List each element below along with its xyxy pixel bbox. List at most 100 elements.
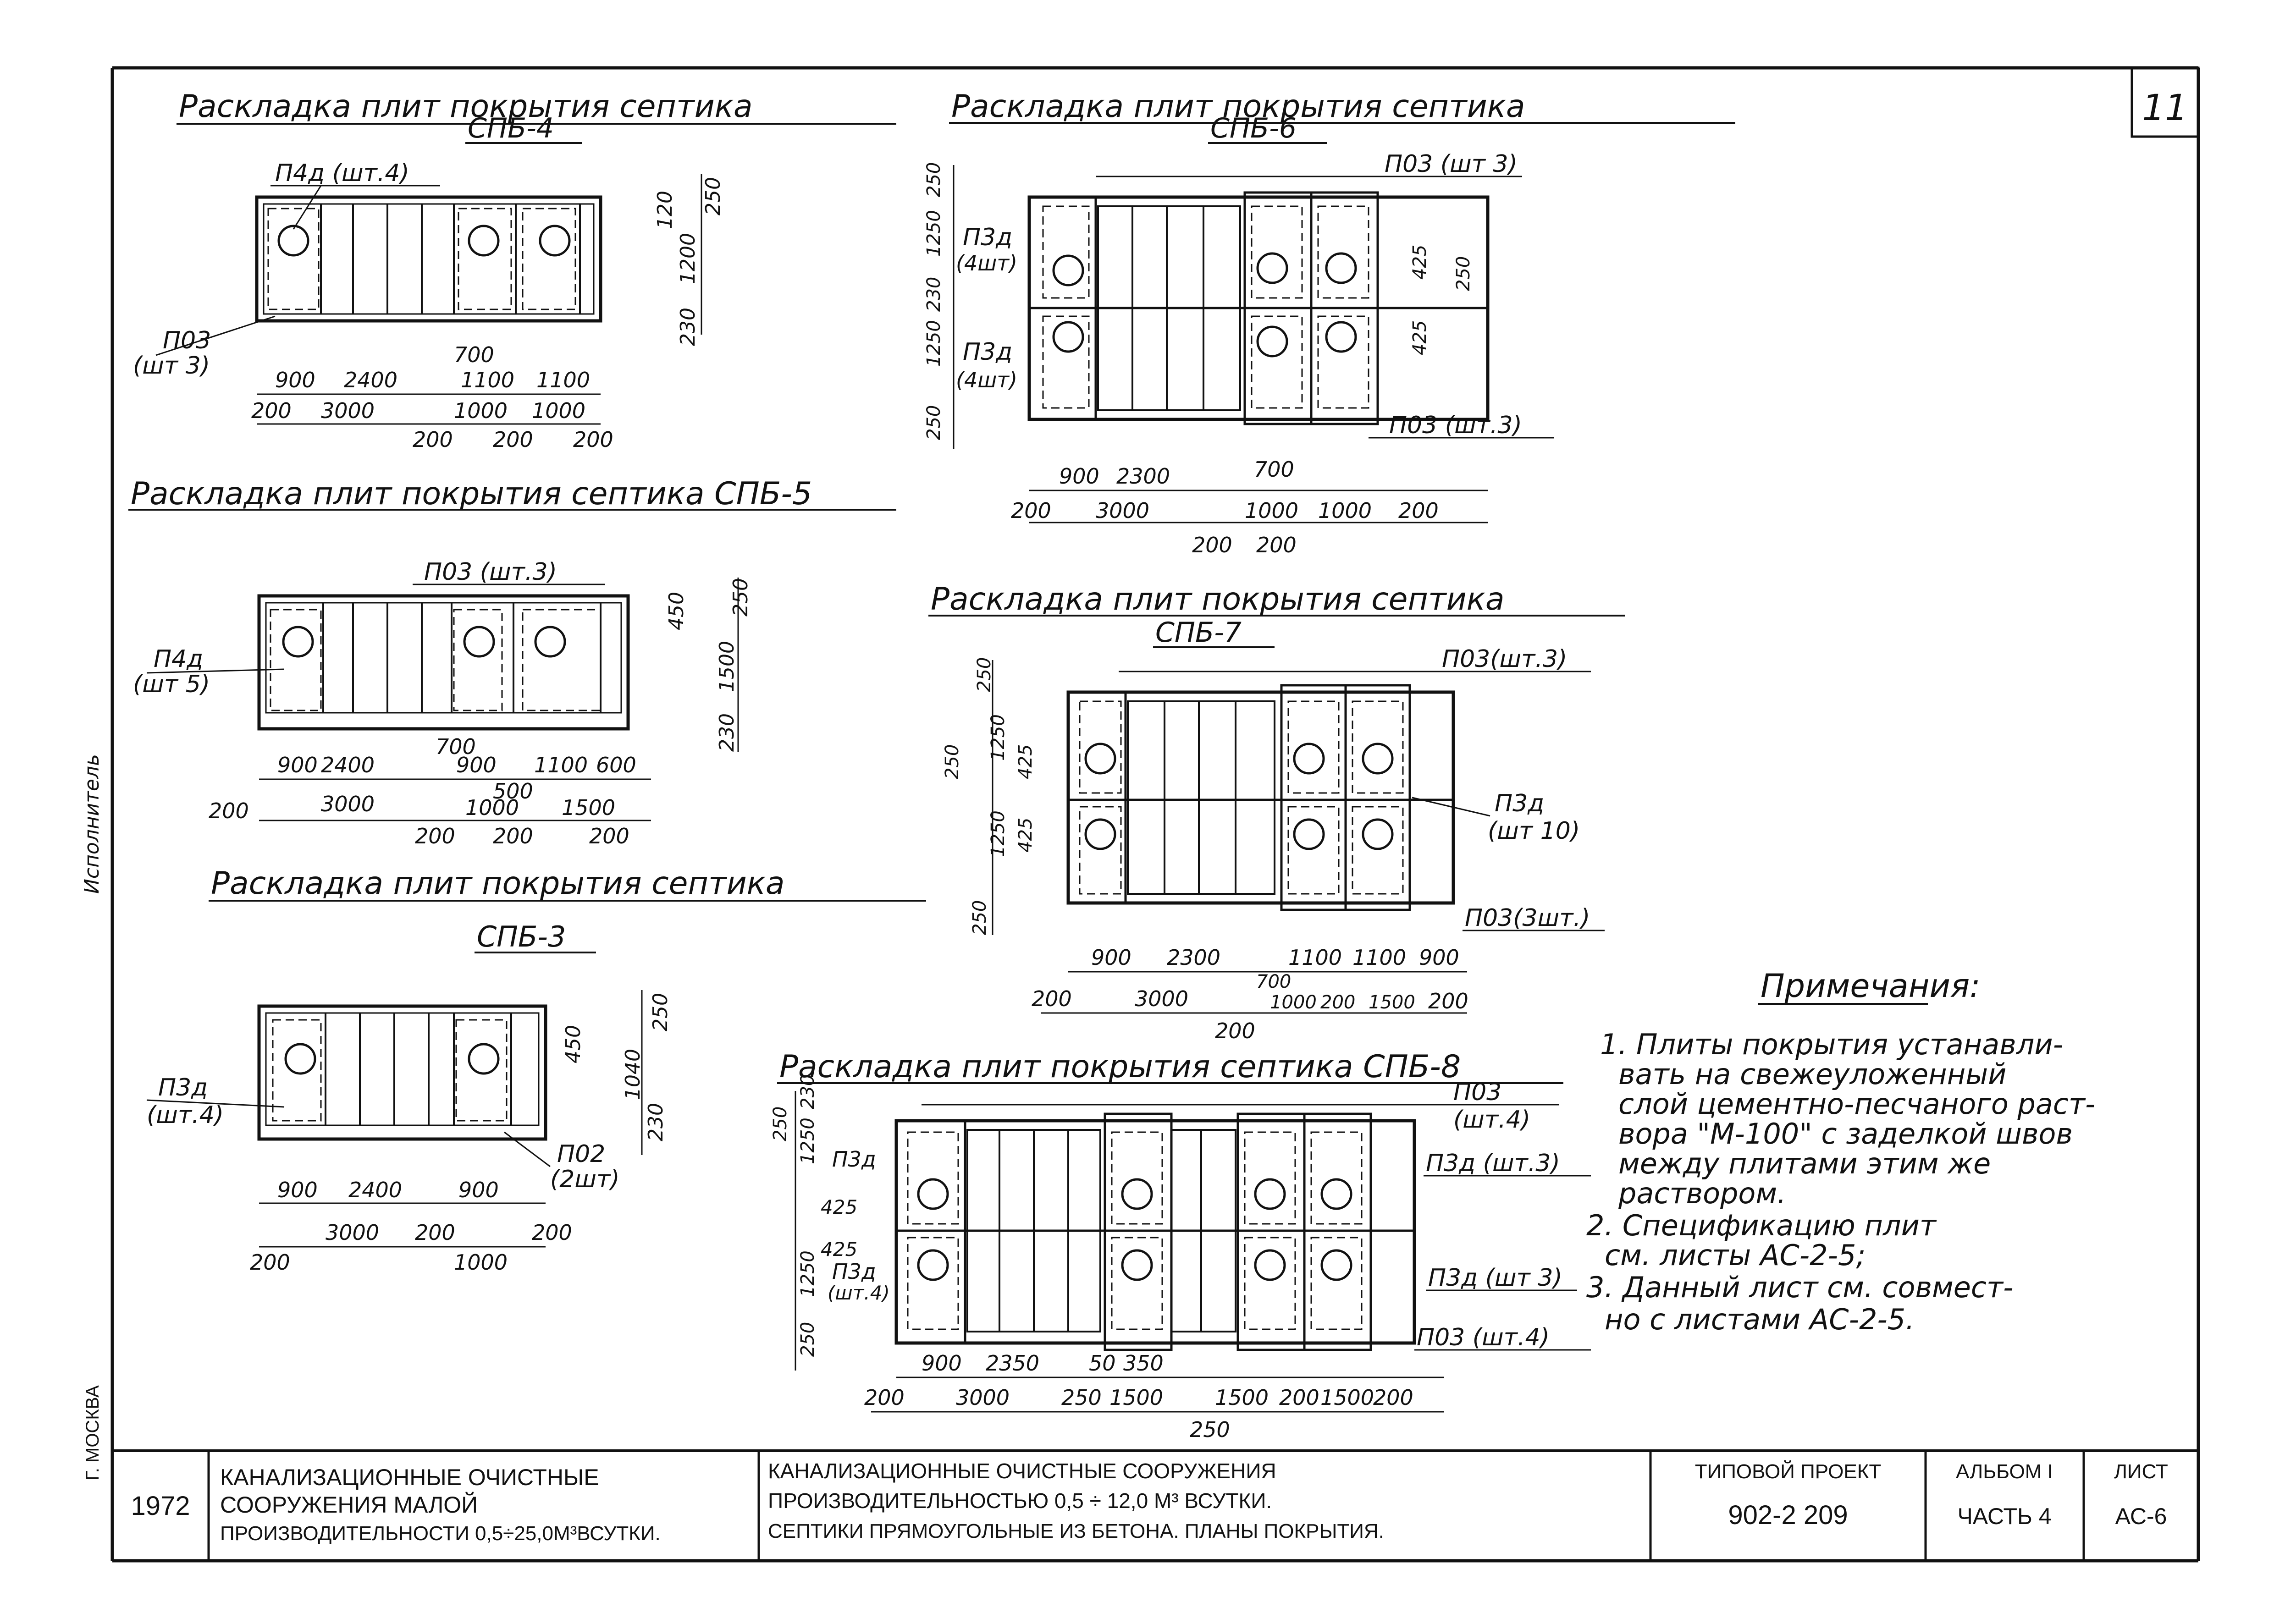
drawing-code: СПБ-4 (468, 112, 554, 144)
svg-text:250: 250 (729, 578, 752, 617)
svg-text:2350: 2350 (986, 1351, 1039, 1376)
svg-text:200: 200 (413, 427, 453, 452)
svg-text:П3д: П3д (832, 1259, 876, 1284)
svg-text:900: 900 (277, 1178, 318, 1202)
svg-text:200: 200 (1320, 992, 1355, 1013)
svg-text:П02: П02 (557, 1140, 605, 1168)
drawing-title: Раскладка плит покрытия септика (211, 865, 785, 902)
svg-text:1100: 1100 (461, 368, 514, 392)
svg-text:200: 200 (1011, 498, 1051, 523)
drawing-title: Раскладка плит покрытия септика СПБ-5 (131, 476, 812, 512)
svg-text:1100: 1100 (1352, 945, 1406, 970)
svg-text:200: 200 (573, 427, 613, 452)
svg-text:425: 425 (821, 1196, 857, 1218)
svg-text:(шт 10): (шт 10) (1488, 817, 1580, 845)
drawing-title: Раскладка плит покрытия септика СПБ-8 (779, 1049, 1461, 1085)
svg-text:230: 230 (644, 1103, 668, 1141)
svg-text:3000: 3000 (321, 792, 375, 816)
series-line-1: КАНАЛИЗАЦИОННЫЕ ОЧИСТНЫЕ (220, 1464, 599, 1490)
svg-text:П4д: П4д (154, 645, 203, 673)
svg-text:см. листы АС-2-5;: см. листы АС-2-5; (1605, 1239, 1866, 1272)
drawing-spb-5: Раскладка плит покрытия септика СПБ-5 П0… (128, 476, 896, 848)
svg-text:2400: 2400 (348, 1178, 402, 1202)
svg-text:3000: 3000 (321, 398, 375, 423)
svg-text:250: 250 (942, 744, 963, 779)
svg-text:вора "М-100" с заделкой швов: вора "М-100" с заделкой швов (1618, 1117, 2073, 1151)
svg-text:между плитами этим же: между плитами этим же (1618, 1147, 1991, 1180)
svg-text:1000: 1000 (532, 398, 585, 423)
svg-text:200: 200 (209, 798, 249, 823)
svg-text:(шт.4): (шт.4) (147, 1101, 224, 1129)
svg-text:П03: П03 (1453, 1079, 1501, 1106)
margin-executor: Исполнитель (80, 754, 104, 894)
svg-text:230: 230 (715, 713, 739, 752)
svg-text:200: 200 (589, 824, 629, 848)
svg-text:250: 250 (1190, 1417, 1230, 1442)
svg-text:1000: 1000 (454, 398, 508, 423)
svg-text:1250: 1250 (988, 810, 1009, 857)
svg-text:250: 250 (969, 900, 990, 935)
drawing-spb-4: Раскладка плит покрытия септика СПБ-4 П4… (133, 88, 896, 452)
svg-text:700: 700 (1254, 457, 1294, 482)
svg-text:1500: 1500 (1215, 1385, 1269, 1410)
subject-line-1: КАНАЛИЗАЦИОННЫЕ ОЧИСТНЫЕ СООРУЖЕНИЯ (768, 1459, 1276, 1483)
svg-text:1000: 1000 (465, 795, 519, 820)
drawing-title: Раскладка плит покрытия септика (179, 88, 753, 125)
drawing-code: СПБ-3 (477, 920, 566, 953)
svg-text:П3д: П3д (832, 1147, 876, 1172)
svg-text:3. Данный лист см. совмест-: 3. Данный лист см. совмест- (1586, 1271, 2013, 1304)
svg-text:1250: 1250 (797, 1118, 818, 1164)
svg-text:425: 425 (1015, 818, 1036, 853)
notes: Примечания: 1. Плиты покрытия устанавли-… (1586, 967, 2095, 1336)
svg-text:250: 250 (701, 177, 725, 215)
svg-text:1000: 1000 (1270, 992, 1317, 1013)
svg-text:2400: 2400 (321, 753, 375, 777)
svg-text:П3д: П3д (1495, 790, 1544, 817)
drawing-spb-7: Раскладка плит покрытия септика СПБ-7 П0… (928, 581, 1625, 1043)
svg-text:П3д (шт 3): П3д (шт 3) (1428, 1264, 1562, 1292)
svg-text:П3д: П3д (963, 338, 1012, 366)
drawing-spb-8: Раскладка плит покрытия септика СПБ-8 (770, 1049, 1591, 1442)
svg-text:П03(3шт.): П03(3шт.) (1465, 904, 1590, 932)
svg-text:200: 200 (1373, 1385, 1413, 1410)
album-part: ЧАСТЬ 4 (1957, 1503, 2051, 1529)
svg-text:П03(шт.3): П03(шт.3) (1442, 645, 1567, 673)
svg-text:250: 250 (1453, 256, 1474, 291)
svg-text:200: 200 (1256, 533, 1297, 557)
svg-text:2. Спецификацию плит: 2. Спецификацию плит (1586, 1209, 1937, 1242)
year: 1972 (131, 1491, 190, 1521)
svg-text:1200: 1200 (676, 233, 700, 284)
svg-text:(4шт): (4шт) (956, 251, 1017, 275)
project-number: 902-2 209 (1728, 1500, 1848, 1530)
svg-text:1500: 1500 (1320, 1385, 1374, 1410)
svg-text:1100: 1100 (534, 753, 588, 777)
svg-text:230: 230 (797, 1074, 818, 1109)
svg-text:1100: 1100 (536, 368, 590, 392)
svg-text:П3д (шт.3): П3д (шт.3) (1426, 1150, 1560, 1177)
svg-text:200: 200 (1428, 989, 1468, 1013)
svg-text:200: 200 (415, 1220, 455, 1245)
svg-text:1500: 1500 (715, 641, 739, 692)
svg-text:200: 200 (1192, 533, 1232, 557)
svg-text:(2шт): (2шт) (550, 1166, 620, 1193)
svg-text:1250: 1250 (923, 210, 944, 257)
svg-text:600: 600 (596, 753, 636, 777)
sheet-number: 11 (2142, 88, 2187, 129)
drawing-code: СПБ-6 (1210, 112, 1297, 144)
project-label: ТИПОВОЙ ПРОЕКТ (1695, 1459, 1881, 1483)
title-block: 1972 КАНАЛИЗАЦИОННЫЕ ОЧИСТНЫЕ СООРУЖЕНИЯ… (112, 1449, 2198, 1561)
svg-text:900: 900 (1059, 464, 1099, 489)
svg-text:П3д: П3д (963, 224, 1012, 251)
svg-text:но с листами АС-2-5.: но с листами АС-2-5. (1605, 1303, 1915, 1336)
svg-text:200: 200 (1215, 1018, 1255, 1043)
svg-text:450: 450 (665, 592, 688, 630)
notes-heading: Примечания: (1761, 967, 1981, 1005)
svg-text:900: 900 (922, 1351, 962, 1376)
drawing-title: Раскладка плит покрытия септика (951, 88, 1525, 125)
svg-text:900: 900 (1091, 945, 1131, 970)
subject-line-2: ПРОИЗВОДИТЕЛЬНОСТЬЮ 0,5 ÷ 12,0 М³ ВСУТКИ… (768, 1489, 1272, 1513)
drawing-title: Раскладка плит покрытия септика (931, 581, 1505, 617)
album-label: АЛЬБОМ I (1956, 1460, 2053, 1483)
svg-text:200: 200 (1032, 986, 1072, 1011)
